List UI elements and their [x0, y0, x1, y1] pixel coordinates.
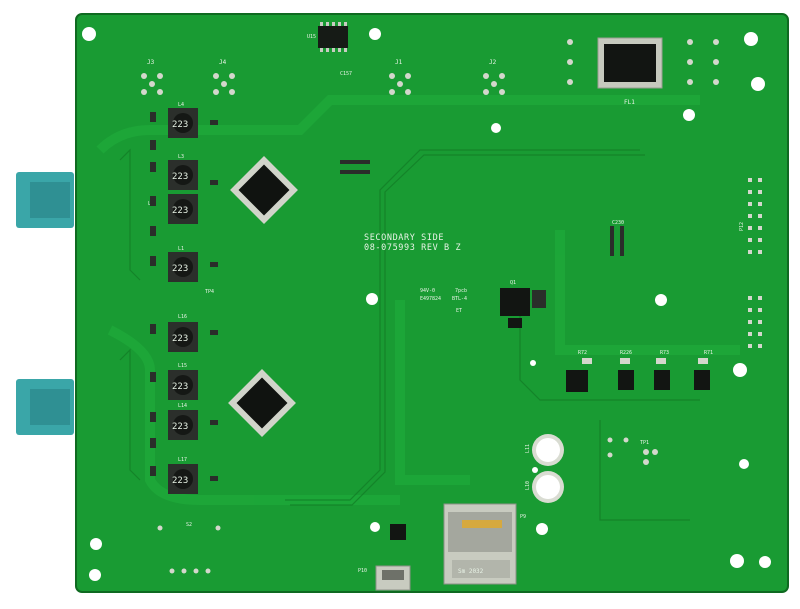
- label-tp4: TP4: [205, 289, 214, 295]
- btl-mark: BTL-4: [452, 296, 467, 302]
- label-l1: L1: [178, 246, 184, 252]
- label-r226: R226: [620, 350, 632, 356]
- label-l17: L17: [178, 457, 187, 463]
- label-tp1: TP1: [640, 440, 649, 446]
- label-r72: R72: [578, 350, 587, 356]
- ul-mark: 94V-0: [420, 288, 435, 294]
- power-stage-top: [168, 108, 298, 282]
- smd-passives: [150, 112, 624, 481]
- side-label: SECONDARY SIDE: [364, 233, 444, 243]
- rf-connector-bottom: [16, 379, 74, 435]
- label-l15: L15: [178, 363, 187, 369]
- transistor-q1: [500, 288, 546, 328]
- sd-marking: Sm 2032: [458, 568, 484, 575]
- label-j1: J1: [395, 59, 403, 66]
- label-fl1: FL1: [624, 99, 635, 106]
- label-l11: L11: [525, 444, 531, 453]
- et-mark: ET: [456, 308, 462, 314]
- switch-s2: [157, 525, 221, 574]
- sensor-channels: [566, 358, 710, 392]
- header-p12: [748, 178, 762, 348]
- sd-card-slot: [443, 503, 517, 585]
- label-l14: L14: [178, 403, 187, 409]
- header-pads: [141, 73, 505, 95]
- label-l4: L4: [178, 102, 184, 108]
- label-j3: J3: [147, 59, 155, 66]
- inductor-marking-l14: 223: [172, 422, 188, 432]
- label-l16: L16: [178, 314, 187, 320]
- part-number: 08-075993 REV B Z: [364, 243, 461, 253]
- label-r71: R71: [704, 350, 713, 356]
- label-u15: U15: [307, 34, 316, 40]
- label-j4: J4: [219, 59, 227, 66]
- filter-fl1: [567, 37, 719, 89]
- inductor-marking-l17: 223: [172, 476, 188, 486]
- inductor-marking-l1: 223: [172, 264, 188, 274]
- ic-u15: [318, 22, 348, 52]
- pcb-board: [76, 14, 788, 592]
- pcb-mark: 7pcb: [455, 288, 467, 294]
- usb-connector: [375, 524, 411, 591]
- trace-regions: [96, 95, 740, 505]
- label-l3: L3: [178, 154, 184, 160]
- mounting-holes: [82, 27, 771, 581]
- inductor-marking-l3: 223: [172, 172, 188, 182]
- label-s2: S2: [186, 522, 192, 528]
- label-p12: P12: [739, 222, 745, 231]
- cert-mark: E497824: [420, 296, 441, 302]
- inductors-l10-l11: [532, 434, 564, 503]
- label-l10: L10: [525, 481, 531, 490]
- label-q1: Q1: [510, 280, 516, 286]
- label-p10: P10: [358, 568, 367, 574]
- label-p9: P9: [520, 514, 526, 520]
- inductor-marking-l2: 223: [172, 206, 188, 216]
- power-stage-bottom: [168, 322, 296, 494]
- inductor-marking-l4: 223: [172, 120, 188, 130]
- inductor-marking-l15: 223: [172, 382, 188, 392]
- label-c157: C157: [340, 71, 352, 77]
- label-j2: J2: [489, 59, 497, 66]
- label-c230: C230: [612, 220, 624, 226]
- rf-connector-top: [16, 172, 74, 228]
- label-r73: R73: [660, 350, 669, 356]
- inductor-marking-l16: 223: [172, 334, 188, 344]
- test-points: [607, 437, 658, 465]
